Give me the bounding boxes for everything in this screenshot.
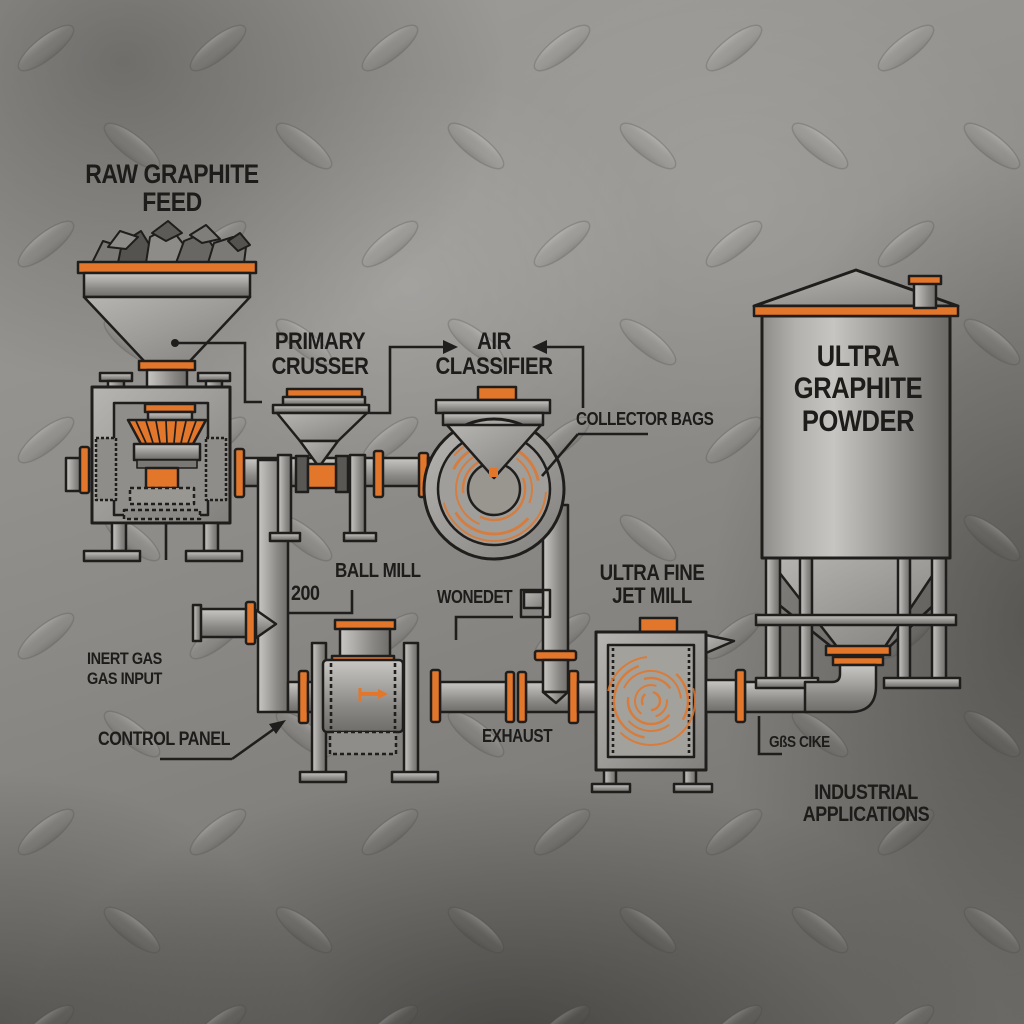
- inert-gas-inlet-pipe: [191, 600, 278, 646]
- arrow-to-classifier-right: [532, 340, 585, 408]
- label-ball-mill: BALL MILL: [335, 560, 421, 582]
- label-control-panel: CONTROL PANEL: [98, 729, 231, 750]
- label-industrial-applications: INDUSTRIAL APPLICATIONS: [802, 781, 930, 827]
- storage-silo: [752, 268, 962, 714]
- graphite-rock-pile: [91, 220, 251, 264]
- annotation-lines: [160, 339, 782, 761]
- air-classifier: [422, 385, 566, 561]
- label-wonedet: WONEDET: [437, 587, 513, 607]
- primary-crusher: [268, 387, 378, 543]
- collector-bags-leader: [541, 432, 648, 477]
- feed-mill: [64, 220, 258, 563]
- crusher-fan-icon: [126, 418, 208, 446]
- ball-mill: [297, 618, 442, 784]
- label-ultra-graphite-powder: ULTRA GRAPHITE POWDER: [793, 340, 923, 438]
- label-air-classifier: AIR CLASSIFIER: [435, 328, 553, 381]
- label-raw-graphite-feed: RAW GRAPHITE FEED: [85, 159, 259, 218]
- label-collector-bags: COLLECTOR BAGS: [576, 409, 714, 429]
- label-mesh-200: 200: [291, 582, 320, 605]
- wonedet-bracket: [454, 588, 552, 640]
- jet-mill-swirl-icon: [606, 656, 696, 746]
- control-panel-arrow: [160, 720, 286, 761]
- hopper-leader-line: [171, 339, 262, 404]
- label-primary-crusher: PRIMARY CRUSSER: [271, 328, 369, 381]
- mesh-200-bracket: [288, 590, 354, 615]
- arrow-to-classifier-left: [370, 340, 458, 415]
- label-gas-cike: GßS CIKE: [769, 734, 830, 751]
- label-ultra-fine-jet-mill: ULTRA FINE JET MILL: [599, 560, 705, 609]
- jet-mill: [567, 616, 747, 794]
- flow-arrow-icon: [358, 688, 388, 701]
- gas-cike-bracket: [757, 716, 782, 756]
- label-exhaust: EXHAUST: [482, 726, 553, 746]
- label-inert-gas-input: INERT GAS GAS INPUT: [87, 649, 162, 688]
